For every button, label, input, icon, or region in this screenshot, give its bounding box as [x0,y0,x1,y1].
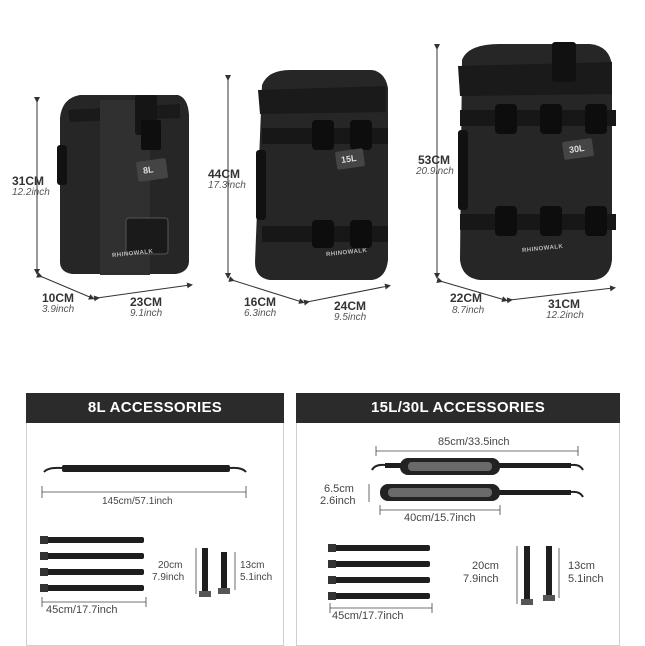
bag-30l-height-cm: 53CM [418,153,451,167]
bag-30l-width-in: 12.2inch [546,310,584,321]
buckle-straps-8l [199,548,230,597]
shoulder-strap-pad-1 [371,458,584,475]
bag-30l-height-in: 20.9inch [416,166,454,177]
bag-8l-depth-cm: 10CM [42,291,75,305]
shoulder-strap-8l [43,465,247,473]
bag-30l-depth-cm: 22CM [450,291,483,305]
strap-length-8l: 145cm/57.1inch [102,496,173,507]
pad-length: 40cm/15.7inch [404,512,476,524]
buckle-straps-15l-30l [521,546,555,605]
bag-15l-image [255,70,388,280]
bag-8l-width-in: 9.1inch [130,308,163,319]
short-straps-15l-30l [328,544,430,600]
bag-15l-height-in: 17.3inch [208,180,246,191]
bag-8l-height-in: 12.2inch [12,187,50,198]
bag-15l-width-cm: 24CM [334,299,367,313]
bag-30l-width-cm: 31CM [548,297,581,311]
bag-8l-depth-in: 3.9inch [42,304,75,315]
pad-width-in: 2.6inch [320,495,356,507]
buckle-long-cm-8l: 20cm [158,560,183,571]
bag-15l-depth-in: 6.3inch [244,308,277,319]
bag-30l-image [458,42,616,280]
buckle-short-cm-15l-30l: 13cm [568,560,595,572]
bag-30l-depth-in: 8.7inch [452,305,485,316]
accessories-8l-header: 8L ACCESSORIES [26,393,284,423]
accessories-15l-30l-header: 15L/30L ACCESSORIES [296,393,620,423]
buckle-short-in-8l: 5.1inch [240,572,273,583]
buckle-long-in-8l: 7.9inch [152,572,185,583]
bag-8l-width-cm: 23CM [130,295,163,309]
bag-15l-width-in: 9.5inch [334,312,367,323]
buckle-short-in-15l-30l: 5.1inch [568,573,604,585]
short-straps-8l [40,536,144,592]
bag-8l-image [57,95,189,275]
short-straps-length-15l-30l: 45cm/17.7inch [332,610,404,622]
buckle-long-cm-15l-30l: 20cm [472,560,499,572]
short-straps-length-8l: 45cm/17.7inch [46,604,118,616]
buckle-long-in-15l-30l: 7.9inch [463,573,499,585]
strap-length-15l-30l: 85cm/33.5inch [438,436,510,448]
shoulder-strap-pad-2 [380,484,584,501]
bag-15l-depth-cm: 16CM [244,295,277,309]
buckle-short-cm-8l: 13cm [240,560,265,571]
pad-width-cm: 6.5cm [324,483,354,495]
bag-15l-height-cm: 44CM [208,167,241,181]
bag-8l-height-cm: 31CM [12,174,45,188]
